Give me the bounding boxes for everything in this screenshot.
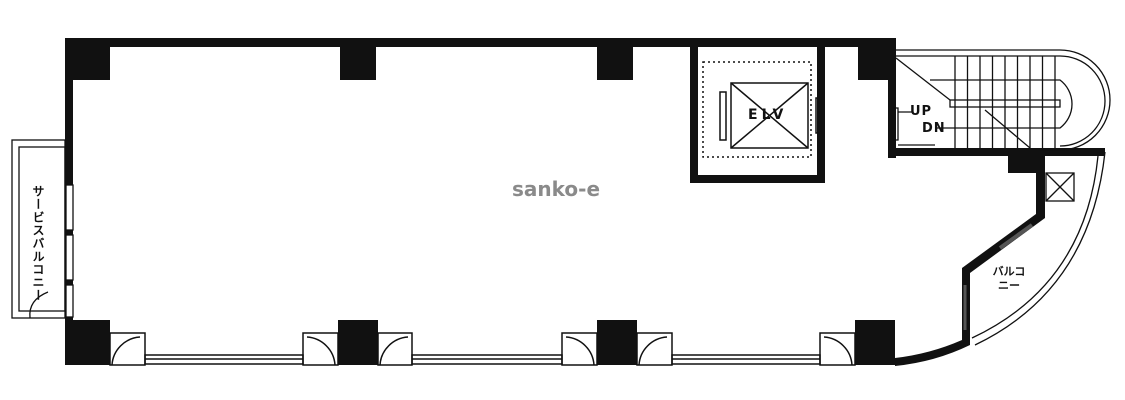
stair-down-label: DN [922,121,946,136]
elevator [702,61,822,158]
stair-up-label: UP [910,104,933,119]
walls [65,38,1105,366]
service-balcony-label: サービスバルコニー [31,185,45,302]
staircase [893,49,1111,151]
balcony-label: バルコニー [992,265,1026,292]
windows-bottom [144,354,821,365]
service-balcony [11,139,74,319]
doors [109,332,856,366]
watermark: sanko-e [512,177,601,201]
elevator-label: ELV [748,107,788,123]
balcony-right [963,151,1106,346]
